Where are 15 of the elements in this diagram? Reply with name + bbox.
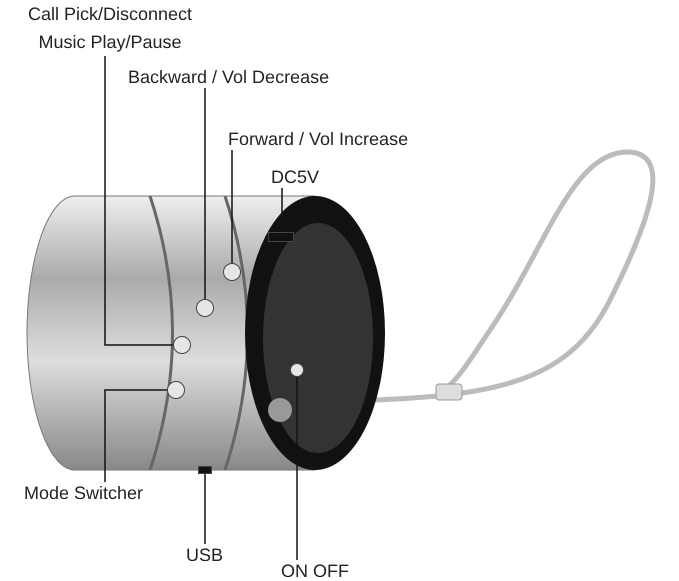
callout-label: Backward / Vol Decrease	[128, 66, 380, 88]
leader-line	[204, 88, 206, 299]
leader-line	[231, 150, 233, 263]
port	[268, 232, 294, 242]
leader-line	[104, 389, 167, 482]
callout-label: Mode Switcher	[24, 482, 176, 504]
callout-label: Call Pick/Disconnect Music Play/Pause	[10, 0, 210, 56]
leader-line	[296, 377, 298, 560]
callout-label: USB	[186, 544, 226, 566]
port	[198, 466, 212, 474]
leader-line	[204, 474, 206, 544]
callout-label: Forward / Vol Increase	[228, 128, 454, 150]
leader-line	[104, 56, 173, 346]
callout-label: DC5V	[271, 166, 323, 188]
callout-label: ON OFF	[281, 560, 351, 581]
